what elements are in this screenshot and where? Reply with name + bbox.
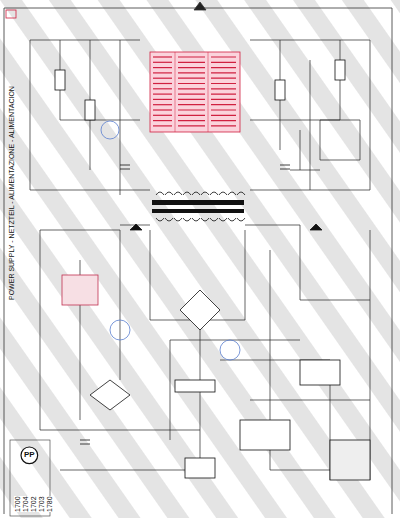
transformer-symbol	[152, 192, 245, 221]
page-frame	[4, 2, 392, 514]
part-number: 1702	[30, 496, 38, 512]
part-number: 1704	[22, 496, 30, 512]
part-number: 1700	[14, 496, 22, 512]
red-table	[150, 52, 240, 132]
component-symbols	[55, 60, 370, 480]
legend-frame	[10, 440, 50, 516]
diagram-title: POWER SUPPLY - NETZTEIL - ALIMENTAZIONE …	[8, 86, 16, 300]
circuit-wires	[30, 40, 370, 480]
logo-circle: PP	[20, 446, 39, 465]
red-marker	[6, 10, 16, 18]
part-number: 1780	[46, 496, 54, 512]
logo-text: PP	[24, 450, 35, 460]
part-number: 1703	[38, 496, 46, 512]
